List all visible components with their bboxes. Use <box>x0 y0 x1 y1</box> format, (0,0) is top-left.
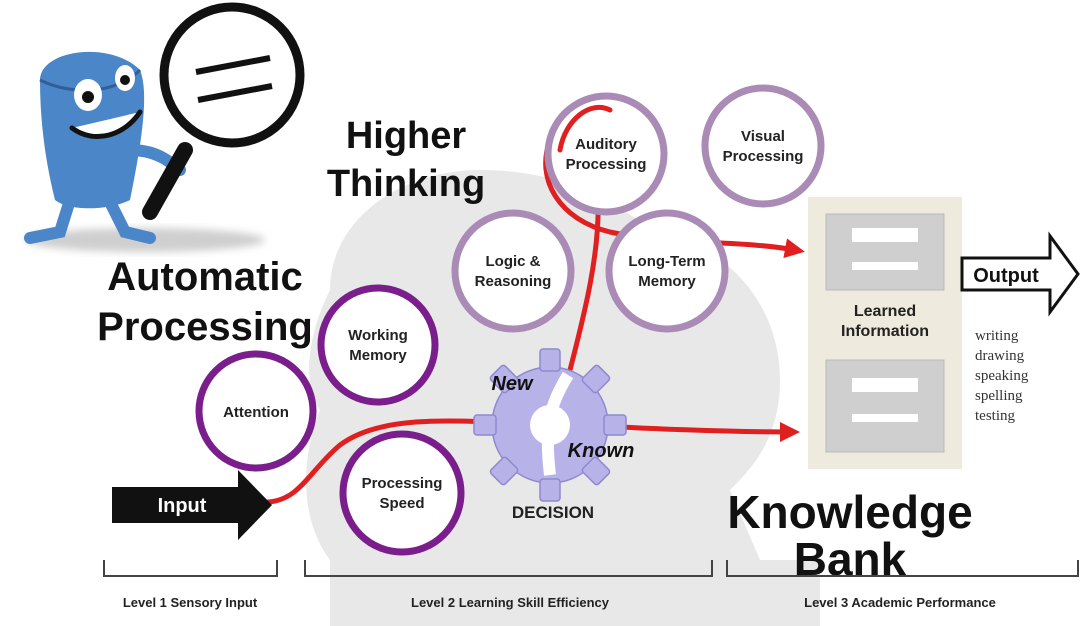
level2-bracket <box>304 560 713 577</box>
node-logic-reasoning-line1: Logic & <box>486 253 541 270</box>
node-working-memory-line2: Memory <box>349 347 407 364</box>
known-label: Known <box>568 440 635 462</box>
new-label: New <box>491 373 534 395</box>
output-item-testing: testing <box>975 408 1015 424</box>
output-item-speaking: speaking <box>975 368 1029 384</box>
higher-thinking-heading: Higher Thinking <box>327 115 485 205</box>
level1-label: Level 1 Sensory Input <box>123 595 258 610</box>
input-label: Input <box>158 495 207 517</box>
knowledge-bank-line2: Bank <box>794 533 907 585</box>
level-brackets <box>103 560 1079 577</box>
node-logic-reasoning: Logic & Reasoning <box>451 209 575 333</box>
node-processing-speed-line1: Processing <box>362 475 443 492</box>
higher-thinking-line1: Higher <box>346 115 467 157</box>
automatic-processing-heading: Automatic Processing <box>97 255 313 349</box>
learned-information-line1: Learned <box>854 303 916 320</box>
input-to-decision-path <box>265 418 533 505</box>
decision-label: DECISION <box>512 503 594 522</box>
output-item-drawing: drawing <box>975 348 1025 364</box>
auditory-loop-path <box>557 104 613 153</box>
automatic-processing-line2: Processing <box>97 305 313 349</box>
cabinet-drawer-bottom <box>825 359 945 453</box>
higher-thinking-line2: Thinking <box>327 163 485 205</box>
level3-bracket <box>726 560 1079 577</box>
node-long-term-memory-line2: Memory <box>638 273 696 290</box>
node-attention-label: Attention <box>223 404 289 421</box>
knowledge-bank-line1: Knowledge <box>727 486 972 538</box>
decision-gear-icon <box>473 348 627 502</box>
cabinet-drawer-top <box>825 213 945 291</box>
node-long-term-memory: Long-Term Memory <box>605 209 729 333</box>
output-item-writing: writing <box>975 328 1019 344</box>
node-visual-processing: Visual Processing <box>701 84 825 208</box>
node-attention: Attention <box>195 350 317 472</box>
automatic-processing-line1: Automatic <box>107 255 303 299</box>
node-working-memory-line1: Working <box>348 327 408 344</box>
level3-label: Level 3 Academic Performance <box>804 595 996 610</box>
node-auditory-processing-line2: Processing <box>566 156 647 173</box>
knowledge-cabinet: Learned Information <box>808 197 962 469</box>
node-auditory-processing-line1: Auditory <box>575 136 637 153</box>
output-item-spelling: spelling <box>975 388 1023 404</box>
output-arrow: Output <box>960 231 1080 317</box>
mascot-magnifier-icon <box>24 2 305 252</box>
node-logic-reasoning-line2: Reasoning <box>475 273 552 290</box>
input-arrow: Input <box>112 470 272 540</box>
level1-bracket <box>103 560 278 577</box>
node-visual-processing-line1: Visual <box>741 128 785 145</box>
node-processing-speed-line2: Speed <box>379 495 424 512</box>
node-auditory-processing: Auditory Processing <box>544 92 668 216</box>
learned-information-line2: Information <box>841 323 929 340</box>
node-processing-speed: Processing Speed <box>339 430 465 556</box>
level2-label: Level 2 Learning Skill Efficiency <box>411 595 610 610</box>
output-list: writing drawing speaking spelling testin… <box>975 328 1029 424</box>
node-long-term-memory-line1: Long-Term <box>628 253 705 270</box>
node-working-memory: Working Memory <box>317 284 439 406</box>
output-label: Output <box>973 265 1039 287</box>
node-visual-processing-line2: Processing <box>723 148 804 165</box>
